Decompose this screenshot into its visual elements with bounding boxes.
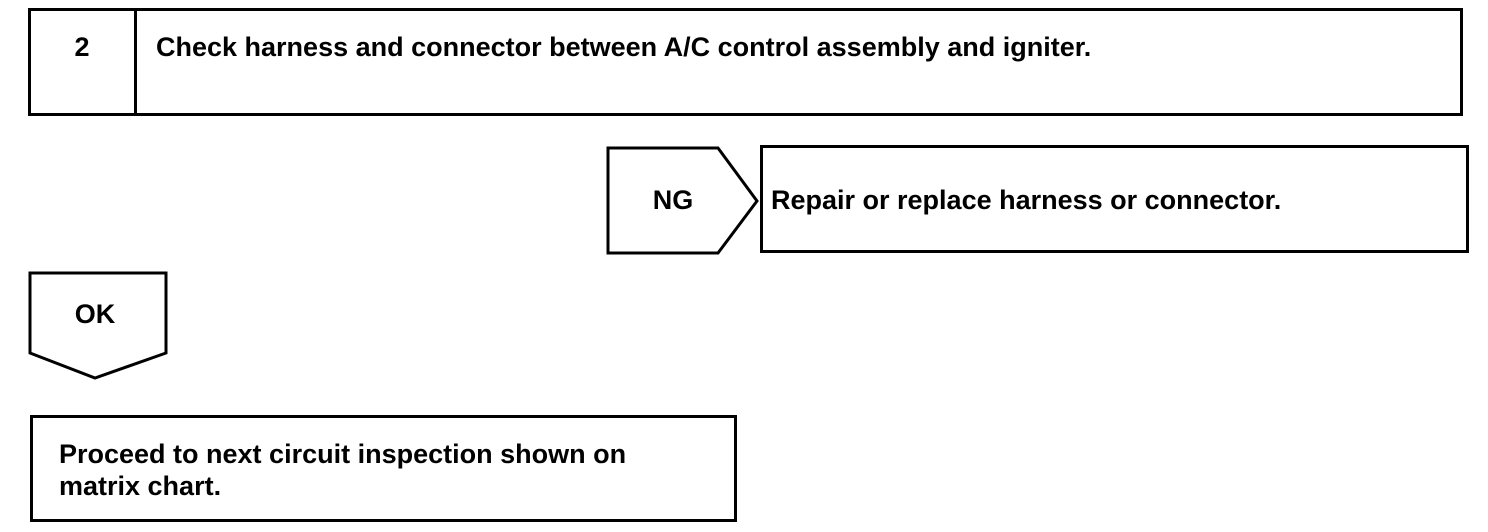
- step-number-divider: [134, 8, 137, 116]
- ng-action-text: Repair or replace harness or connector.: [771, 185, 1282, 215]
- ok-label: OK: [74, 299, 116, 329]
- ok-action-text-line1: Proceed to next circuit inspection shown…: [59, 439, 627, 469]
- ng-label: NG: [652, 185, 694, 215]
- ng-arrow-icon: [606, 146, 759, 255]
- ok-action-box: [30, 415, 737, 522]
- step-box: [28, 8, 1463, 116]
- ok-action-text-line2: matrix chart.: [59, 471, 222, 501]
- ok-arrow-icon: [28, 271, 168, 380]
- step-title: Check harness and connector between A/C …: [156, 32, 1092, 62]
- ng-action-box: [760, 145, 1469, 253]
- step-number: 2: [74, 32, 90, 62]
